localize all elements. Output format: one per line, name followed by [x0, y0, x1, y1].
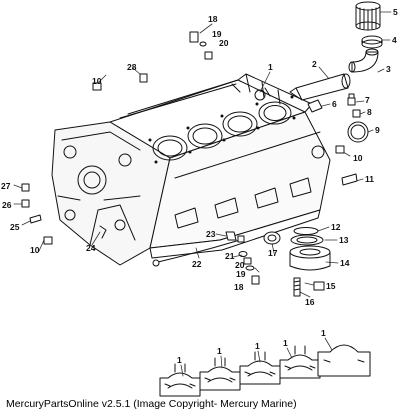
callout-24: 24: [86, 243, 96, 253]
callout-15: 15: [326, 281, 336, 291]
part-6-plug: [307, 99, 323, 113]
callout-1: 1: [268, 62, 273, 72]
callout-10: 10: [353, 153, 363, 163]
callout-5: 5: [393, 7, 398, 17]
callout-20: 20: [235, 260, 245, 270]
callout-17: 17: [268, 248, 278, 258]
callout-8: 8: [367, 107, 372, 117]
callout-19: 19: [236, 269, 246, 279]
callout-2: 2: [312, 59, 317, 69]
callout-26: 26: [2, 200, 12, 210]
callout-23: 23: [206, 229, 216, 239]
callout-14: 14: [340, 258, 350, 268]
part-14-housing: [289, 245, 331, 271]
part-27-plug: [21, 183, 30, 192]
callout-10: 10: [92, 76, 102, 86]
part-8-fitting: [352, 109, 361, 118]
part-3-elbow: [348, 48, 379, 73]
part-12-o-ring: [293, 227, 319, 235]
part-4-clamp: [361, 35, 383, 49]
callout-1: 1: [283, 338, 288, 348]
callout-7: 7: [365, 95, 370, 105]
part-16-bolt: [293, 277, 301, 297]
callout-6: 6: [332, 99, 337, 109]
part-20-nut-lower: [243, 257, 252, 265]
part-25-dowel: [29, 214, 42, 224]
callout-1: 1: [321, 328, 326, 338]
callout-22: 22: [192, 259, 202, 269]
callout-21: 21: [225, 251, 235, 261]
callout-28: 28: [127, 62, 137, 72]
part-17-gasket: [263, 231, 281, 245]
part-11-dowel: [341, 173, 358, 186]
part-9-cup-plug: [347, 121, 369, 143]
callout-4: 4: [392, 35, 397, 45]
callout-13: 13: [339, 235, 349, 245]
part-22-sensor-lead: [152, 235, 245, 267]
part-24-pin: [99, 225, 107, 239]
part-10-plug-top: [92, 82, 102, 91]
callout-25: 25: [10, 222, 20, 232]
callout-18: 18: [234, 282, 244, 292]
image-copyright-caption: MercuryPartsOnline v2.5.1 (Image Copyrig…: [6, 398, 297, 410]
part-20-nut-top: [204, 51, 213, 60]
engine-block: [51, 73, 331, 266]
part-19-washer-lower: [245, 265, 255, 271]
part-21-washer: [238, 251, 248, 257]
part-26-plug: [21, 199, 30, 208]
callout-10: 10: [30, 245, 40, 255]
part-18-bolt-lower: [251, 275, 260, 285]
callout-1: 1: [255, 341, 260, 351]
part-19-washer-top: [199, 41, 207, 47]
part-10-plug-left: [43, 236, 53, 245]
callout-11: 11: [365, 174, 374, 184]
part-13-seal: [290, 234, 324, 246]
callout-19: 19: [212, 29, 222, 39]
callout-1: 1: [217, 346, 222, 356]
part-2-tube: [289, 73, 351, 101]
callout-18: 18: [208, 14, 218, 24]
part-10-plug-right: [335, 145, 345, 154]
part-15-screw: [313, 281, 325, 291]
part-18-bolt-top: [189, 31, 199, 43]
callout-27: 27: [1, 181, 11, 191]
callout-3: 3: [386, 64, 391, 74]
callout-12: 12: [331, 222, 341, 232]
part-28-plug: [139, 73, 148, 83]
callout-16: 16: [305, 297, 315, 307]
part-5-filter: [355, 1, 381, 31]
part-23-clip: [225, 231, 237, 241]
callout-1: 1: [177, 355, 182, 365]
leader-lines: [13, 11, 392, 298]
callout-20: 20: [219, 38, 229, 48]
part-7-fitting: [347, 93, 356, 106]
main-bearing-caps: [159, 344, 371, 397]
callout-9: 9: [375, 125, 380, 135]
